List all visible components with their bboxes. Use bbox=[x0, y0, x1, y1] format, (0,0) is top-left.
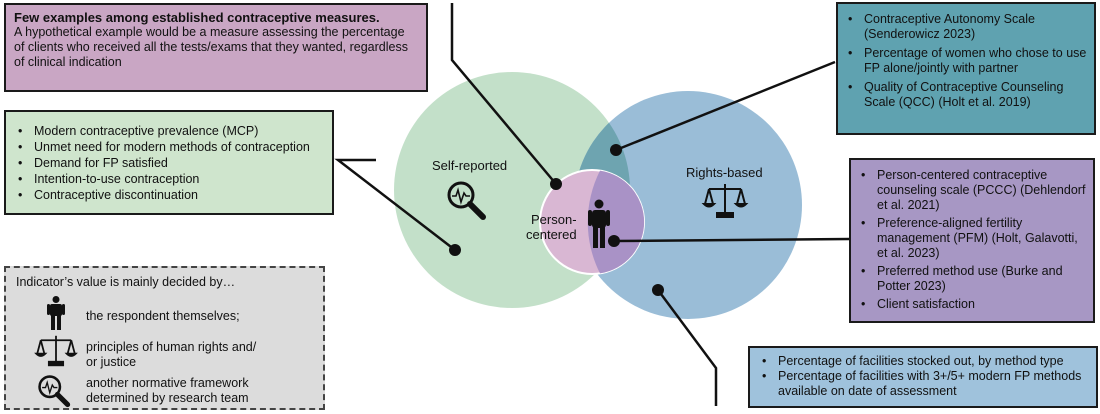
self-reported-list: Modern contraceptive prevalence (MCP) Un… bbox=[14, 124, 324, 203]
magnifier-icon bbox=[38, 375, 71, 408]
legend-item-human-rights-line1: principles of human rights and/ bbox=[86, 340, 257, 354]
person-centered-box: Person-centered contraceptive counseling… bbox=[849, 158, 1095, 323]
list-item: Percentage of women who chose to use FP … bbox=[844, 46, 1088, 76]
self-reported-box: Modern contraceptive prevalence (MCP) Un… bbox=[4, 110, 334, 215]
scales-icon bbox=[34, 335, 78, 367]
list-item: Preference-aligned fertility management … bbox=[857, 216, 1087, 261]
list-item: Percentage of facilities with 3+/5+ mode… bbox=[758, 369, 1088, 399]
list-item: Preferred method use (Burke and Potter 2… bbox=[857, 264, 1087, 294]
self-reported-label: Self-reported bbox=[432, 158, 508, 173]
list-item: Modern contraceptive prevalence (MCP) bbox=[14, 124, 324, 139]
connector-lines bbox=[334, 3, 851, 406]
magnifier-icon bbox=[447, 181, 486, 220]
list-item: Unmet need for modern methods of contrac… bbox=[14, 140, 324, 155]
overlap-list: Contraceptive Autonomy Scale (Senderowic… bbox=[844, 12, 1088, 110]
connector-dots bbox=[449, 144, 664, 296]
legend: Indicator’s value is mainly decided by… … bbox=[4, 266, 325, 410]
rights-based-circle bbox=[574, 91, 802, 319]
person-icon bbox=[47, 296, 65, 330]
rights-based-label: Rights-based bbox=[686, 165, 763, 180]
list-item: Client satisfaction bbox=[857, 297, 1087, 312]
list-item: Contraceptive discontinuation bbox=[14, 188, 324, 203]
list-item: Percentage of facilities stocked out, by… bbox=[758, 354, 1088, 369]
no-examples-body: A hypothetical example would be a measur… bbox=[14, 25, 408, 69]
list-item: Quality of Contraceptive Counseling Scal… bbox=[844, 80, 1088, 110]
no-examples-heading: Few examples among established contracep… bbox=[14, 10, 380, 25]
legend-item-framework-line2: determined by research team bbox=[86, 391, 249, 405]
person-centered-label-line1: Person- bbox=[531, 212, 577, 227]
legend-item-human-rights-line2: or justice bbox=[86, 355, 137, 369]
person-icon bbox=[588, 199, 610, 248]
list-item: Contraceptive Autonomy Scale (Senderowic… bbox=[844, 12, 1088, 42]
person-centered-label-line2: centered bbox=[526, 227, 577, 242]
list-item: Intention-to-use contraception bbox=[14, 172, 324, 187]
list-item: Person-centered contraceptive counseling… bbox=[857, 168, 1087, 213]
no-examples-box: Few examples among established contracep… bbox=[4, 3, 428, 92]
person-centered-list: Person-centered contraceptive counseling… bbox=[857, 168, 1087, 312]
legend-item-respondent: the respondent themselves; bbox=[86, 309, 240, 323]
legend-title: Indicator’s value is mainly decided by… bbox=[16, 275, 236, 289]
rights-based-list: Percentage of facilities stocked out, by… bbox=[758, 354, 1088, 399]
list-item: Demand for FP satisfied bbox=[14, 156, 324, 171]
rights-based-box: Percentage of facilities stocked out, by… bbox=[748, 346, 1098, 408]
legend-item-framework-line1: another normative framework bbox=[86, 376, 249, 390]
overlap-box: Contraceptive Autonomy Scale (Senderowic… bbox=[836, 2, 1096, 135]
scales-icon bbox=[701, 184, 749, 218]
